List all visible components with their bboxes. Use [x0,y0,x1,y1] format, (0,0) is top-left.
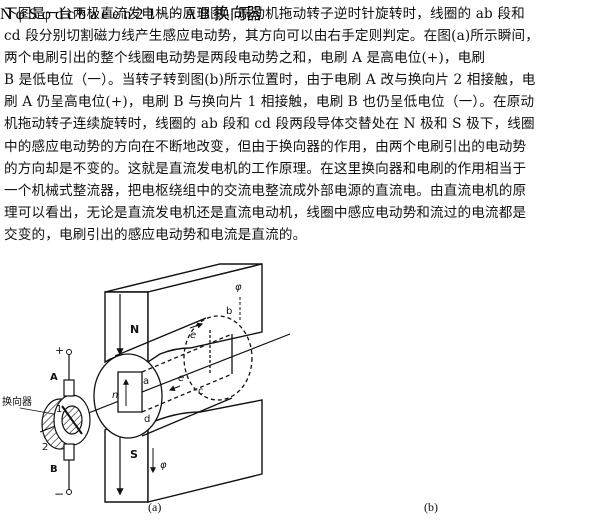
brush-a-label: A [50,372,58,383]
commutator-label: 换向器 [2,395,32,408]
flux-label: φ [235,282,242,293]
paragraph-line: cd 段分别切割磁力线产生感应电动势，其方向可以由右手定则判定。在图(a)所示瞬… [4,28,540,45]
paragraph-line: 理可以看出，无论是直流发电机还是直流电动机，线圈中感应电动势和流过的电流都是 [4,204,527,221]
plus-sign: + [55,344,64,357]
figure-a-caption: (a) [148,500,162,514]
coil-d-label: d [144,414,150,425]
brush-a: + − A B 换向器 [159,6,262,23]
description-paragraph: 下图是一台两极直流发电机的原理图。原动机拖动转子逆时针旋转时，线圈的 ab 段和… [4,3,610,246]
paragraph-line: 的方向却是不变的。这就是直流发电机的工作原理。在这里换向器和电刷的作用相当于 [4,160,527,177]
paragraph-line: 机拖动转子连续旋转时，线圈的 ab 段和 cd 段两段导体交替处在 N 极和 S… [4,116,535,133]
s-pole-label: S [130,448,138,461]
coil-b-label: b [78,6,87,23]
minus-sign: − [172,6,182,23]
figure-b-caption: (b) [424,500,438,514]
paragraph-line: 交变的，电刷引出的感应电动势和电流是直流的。 [4,226,307,243]
s-pole [104,399,263,503]
paragraph-line: B 是低电位（一）。当转子转到图(b)所示位置时，由于电刷 A 改与换向片 2 … [4,72,536,89]
emf-label: e [178,373,184,384]
plus-sign: + [159,6,169,23]
n-pole [104,263,263,364]
brush-b-label: B [50,464,58,475]
coil-a-label: a [90,6,98,23]
coil-c-label: c [66,6,75,23]
rotation-arrow: n 2 1 + − A B 换向器 [123,6,262,23]
brush-a-label: A [184,6,196,23]
figure-b: N φ S φ d c b a e e [0,6,262,23]
coil-b-label: b [226,306,232,317]
coil-a-label: a [143,376,149,387]
segment-1-label: 1 [56,404,62,415]
paragraph-line: 刷 A 仍呈高电位(+)，电刷 B 与换向片 1 相接触，电刷 B 也仍呈低电位… [4,94,535,111]
brush-a [63,379,75,397]
n-pole-label: N [130,323,139,336]
figure-a: N φ S φ a b c d e [2,263,291,503]
coil-c-label: c [198,386,204,397]
segment-2-label: 2 [42,442,48,453]
flux-label: φ [15,6,25,23]
speed-label: n [123,6,132,23]
paragraph-line: 中的感应电动势的方向在不断地改变，但由于换向器的作用，由两个电刷引出的电动势 [4,138,527,155]
brush-b [63,443,75,461]
s-pole-label: S [28,6,38,23]
paragraph-line: 一个机械式整流器，把电枢绕组中的交流电整流成外部电源的直流电。由直流电机的原 [4,182,527,199]
segment-2-label: 2 [135,6,144,23]
speed-label: n [112,390,118,401]
emf-label: e [101,6,109,23]
flux-label: φ [160,460,167,471]
brush-b: + − A B 换向器 [159,6,262,23]
commutator [41,394,91,450]
emf-label: e [190,330,196,341]
brush-b-label: B [199,6,210,23]
paragraph-line: 两个电刷引出的整个线圈电动势是两段电动势之和，电刷 A 是高电位(+)，电刷 [4,50,486,67]
segment-1-label: 1 [147,6,156,23]
paragraph-line: 下图是一台两极直流发电机的原理图。原动机拖动转子逆时针旋转时，线圈的 ab 段和 [4,6,525,22]
n-pole-label: N [0,6,12,23]
flux-label: φ [41,6,51,23]
minus-sign: − [54,487,64,501]
generator-diagrams: N φ S φ a b c d e [2,263,291,503]
coil-d-label: d [54,6,63,23]
emf-label: e [112,6,120,23]
commutator-label: 换向器 [213,6,262,23]
